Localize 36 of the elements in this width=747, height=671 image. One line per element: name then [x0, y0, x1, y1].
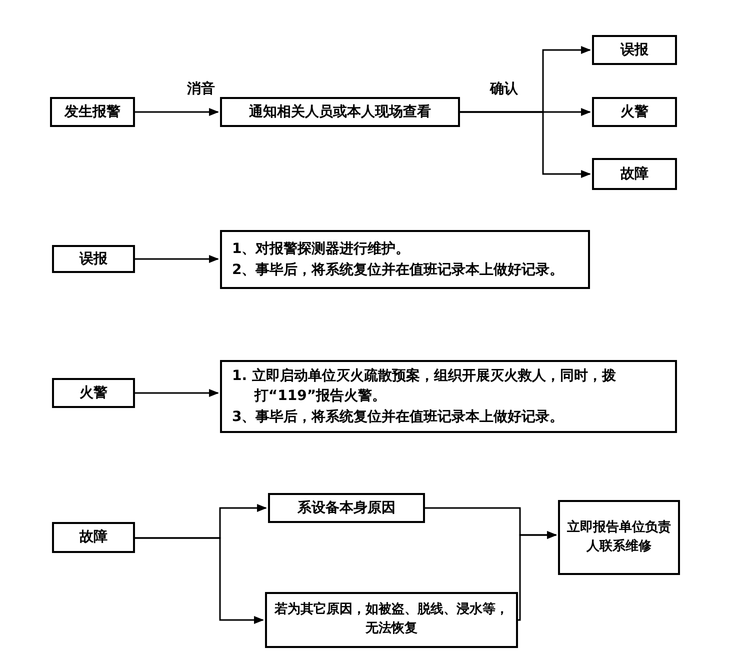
case-box	[52, 245, 135, 273]
alarm-box	[50, 97, 135, 127]
edge-label: 消音	[185, 80, 217, 98]
process-box	[220, 97, 460, 127]
box-text: 误报	[620, 40, 648, 60]
result-box	[592, 35, 677, 65]
box-text: 通知相关人员或本人现场查看	[249, 102, 431, 122]
box-text: 3、事毕后，将系统复位并在值班记录本上做好记录。	[232, 408, 565, 427]
result-box	[592, 158, 677, 190]
box-text: 火警	[80, 384, 108, 403]
box-text: 火警	[620, 102, 648, 122]
cause-box	[265, 592, 518, 648]
case-box	[52, 522, 135, 553]
arrow	[135, 537, 264, 624]
box-text: 误报	[80, 250, 108, 269]
arrow	[135, 255, 219, 263]
case-box	[52, 378, 135, 408]
box-text: 发生报警	[64, 102, 120, 122]
arrow	[460, 111, 591, 178]
action-box	[220, 360, 677, 433]
box-text: 1、对报警探测器进行维护。	[232, 240, 411, 260]
arrow	[135, 389, 219, 397]
result-box	[592, 97, 677, 127]
box-text: 系设备本身原因	[298, 498, 396, 518]
box-text: 故障	[620, 164, 648, 184]
box-text: 2、事毕后，将系统复位并在值班记录本上做好记录。	[232, 260, 565, 280]
box-text: 若为其它原因，如被盗、脱线、浸水等，无法恢复	[274, 601, 510, 638]
action-box	[558, 500, 680, 575]
box-text: 1. 立即启动单位灭火疏散预案，组织开展灭火救人，同时，拨打“119”报告火警。	[232, 366, 617, 406]
arrow	[135, 108, 219, 116]
arrow	[518, 531, 557, 621]
cause-box	[268, 493, 425, 523]
edge-label: 确认	[488, 80, 520, 98]
box-text: 立即报告单位负责人联系维修	[566, 518, 672, 556]
action-box	[220, 230, 590, 289]
box-text: 故障	[80, 528, 108, 548]
